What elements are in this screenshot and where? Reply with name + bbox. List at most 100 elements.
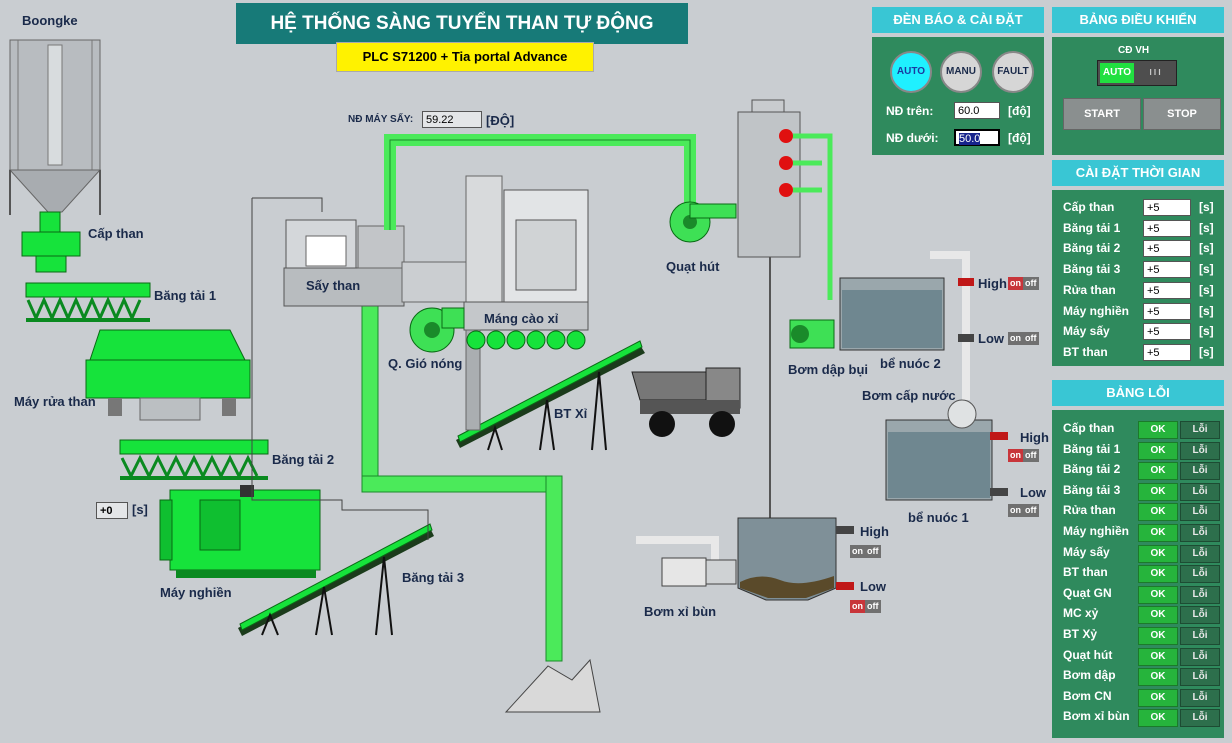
label-bang-tai-2: Băng tải 2 bbox=[272, 452, 335, 467]
error-row-ok-indicator: OK bbox=[1138, 688, 1178, 707]
cd-vh-label: CĐ VH bbox=[1118, 45, 1150, 56]
scrubber-tower bbox=[737, 99, 833, 520]
label-bom-cap-nuoc: Bơm cấp nước bbox=[862, 388, 956, 403]
time-setting-input[interactable]: +5 bbox=[1143, 219, 1191, 237]
time-setting-input[interactable]: +5 bbox=[1143, 199, 1191, 216]
slag-conveyor bbox=[456, 340, 645, 451]
nd-duoi-input[interactable]: 50.0 bbox=[954, 129, 1000, 146]
conveyor-2 bbox=[119, 439, 269, 480]
toggle-auto[interactable]: AUTO bbox=[1100, 63, 1134, 83]
nd-tren-input[interactable]: 60.0 bbox=[954, 102, 1000, 119]
error-row-fault-indicator: Lỗi bbox=[1180, 585, 1220, 604]
washer bbox=[85, 329, 251, 421]
truck bbox=[631, 367, 741, 437]
error-row-fault-indicator: Lỗi bbox=[1180, 421, 1220, 439]
time-setting-unit: [s] bbox=[1199, 344, 1214, 359]
error-row-label: MC xỷ bbox=[1063, 606, 1099, 621]
tank1-high-label: High bbox=[1020, 430, 1049, 445]
error-row-ok-indicator: OK bbox=[1138, 585, 1178, 604]
conveyor-1 bbox=[25, 282, 151, 322]
scraper-rollers bbox=[466, 330, 586, 350]
time-setting-label: Rửa than bbox=[1063, 282, 1116, 297]
error-row-fault-indicator: Lỗi bbox=[1180, 647, 1220, 666]
error-row-fault-indicator: Lỗi bbox=[1180, 668, 1220, 687]
time-setting-input[interactable]: +5 bbox=[1143, 261, 1191, 279]
time-setting-input[interactable]: +5 bbox=[1143, 240, 1191, 258]
time-setting-unit: [s] bbox=[1199, 220, 1214, 235]
time-setting-unit: [s] bbox=[1199, 200, 1214, 214]
error-row-fault-indicator: Lỗi bbox=[1180, 524, 1220, 542]
nd-duoi-unit: [độ] bbox=[1008, 131, 1031, 145]
error-row-ok-indicator: OK bbox=[1138, 462, 1178, 481]
auto-lamp: AUTO bbox=[890, 51, 932, 93]
indicator-panel-header: ĐÈN BÁO & CÀI ĐẶT bbox=[872, 7, 1044, 33]
nd-tren-unit: [độ] bbox=[1008, 104, 1031, 118]
time-setting-unit: [s] bbox=[1199, 282, 1214, 297]
label-bang-tai-1: Băng tải 1 bbox=[154, 288, 217, 303]
label-mang-cao-xi: Máng cào xỉ bbox=[484, 311, 559, 326]
error-table-header: BẢNG LỖI bbox=[1052, 380, 1224, 406]
time-settings-panel bbox=[1052, 190, 1224, 366]
error-row-ok-indicator: OK bbox=[1138, 482, 1178, 501]
start-button[interactable]: START bbox=[1063, 98, 1141, 130]
tank2-high-label: High bbox=[978, 276, 1007, 291]
time-setting-input[interactable]: +5 bbox=[1143, 343, 1191, 361]
error-row-fault-indicator: Lỗi bbox=[1180, 627, 1220, 645]
control-panel-header: BẢNG ĐIỀU KHIỂN bbox=[1052, 7, 1224, 33]
error-row-label: Quạt GN bbox=[1063, 585, 1112, 600]
error-row-label: Băng tải 1 bbox=[1063, 441, 1121, 456]
error-row-ok-indicator: OK bbox=[1138, 606, 1178, 625]
dryer bbox=[283, 175, 589, 431]
time-setting-unit: [s] bbox=[1199, 262, 1214, 277]
time-setting-unit: [s] bbox=[1199, 303, 1214, 318]
time-setting-label: Cấp than bbox=[1063, 200, 1115, 214]
error-row-label: Cấp than bbox=[1063, 421, 1115, 435]
error-row-label: Bơm dập bbox=[1063, 668, 1116, 683]
crusher bbox=[159, 485, 321, 578]
error-row-label: Bơm xỉ bùn bbox=[1063, 709, 1130, 724]
time-setting-input[interactable]: +5 bbox=[1143, 281, 1191, 299]
label-bom-dap-bui: Bơm dập bụi bbox=[788, 362, 869, 377]
manu-lamp: MANU bbox=[940, 51, 982, 93]
time-setting-input[interactable]: +5 bbox=[1143, 302, 1191, 320]
error-row-ok-indicator: OK bbox=[1138, 668, 1178, 687]
error-row-fault-indicator: Lỗi bbox=[1180, 503, 1220, 522]
error-row-ok-indicator: OK bbox=[1138, 441, 1178, 460]
water-tank-1 bbox=[885, 399, 1008, 501]
conveyor-3 bbox=[238, 523, 434, 636]
error-row-label: Băng tải 2 bbox=[1063, 462, 1121, 477]
time-settings-header: CÀI ĐẶT THỜI GIAN bbox=[1052, 160, 1224, 186]
time-setting-input[interactable]: +5 bbox=[1143, 323, 1191, 341]
label-q-gio-nong: Q. Gió nóng bbox=[388, 356, 463, 371]
nd-tren-label: NĐ trên: bbox=[886, 104, 934, 118]
tank2-low-label: Low bbox=[978, 331, 1004, 346]
error-row-label: Máy sấy bbox=[1063, 544, 1110, 559]
coal-chute bbox=[361, 305, 563, 662]
error-row-fault-indicator: Lỗi bbox=[1180, 482, 1220, 501]
mode-toggle[interactable]: AUTO I I I bbox=[1097, 60, 1177, 86]
label-boongke: Boongke bbox=[22, 13, 78, 28]
process-diagram bbox=[8, 39, 1008, 713]
time-setting-label: Máy nghiền bbox=[1063, 303, 1130, 318]
silo bbox=[8, 39, 102, 215]
error-row-fault-indicator: Lỗi bbox=[1180, 688, 1220, 707]
time-setting-label: Máy sấy bbox=[1063, 324, 1110, 339]
label-bt-xi: BT Xỉ bbox=[554, 406, 588, 421]
toggle-grip: I I I bbox=[1149, 68, 1161, 77]
stop-button[interactable]: STOP bbox=[1143, 98, 1221, 130]
water-tank-2 bbox=[839, 251, 974, 400]
label-may-nghien: Máy nghiền bbox=[160, 585, 232, 600]
coal-pile bbox=[504, 658, 601, 713]
error-row-ok-indicator: OK bbox=[1138, 565, 1178, 584]
label-be-nuoc-2: bể nuóc 2 bbox=[880, 356, 941, 371]
feeder bbox=[21, 211, 81, 273]
time-setting-label: Băng tải 3 bbox=[1063, 262, 1121, 277]
dryer-temp-label: NĐ MÁY SẤY: bbox=[348, 114, 414, 125]
label-quat-hut: Quạt hút bbox=[666, 259, 720, 274]
time-setting-unit: [s] bbox=[1199, 324, 1214, 339]
settling-low-label: Low bbox=[860, 579, 886, 594]
exhaust-fan bbox=[669, 201, 737, 243]
